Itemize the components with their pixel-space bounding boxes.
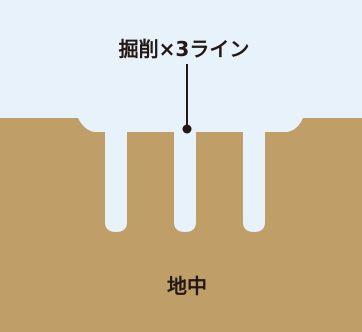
leader-dot bbox=[182, 124, 192, 134]
ground-area bbox=[0, 118, 362, 332]
ground-label: 地中 bbox=[167, 274, 207, 298]
excavation-label: 掘削×3ライン bbox=[118, 37, 250, 61]
